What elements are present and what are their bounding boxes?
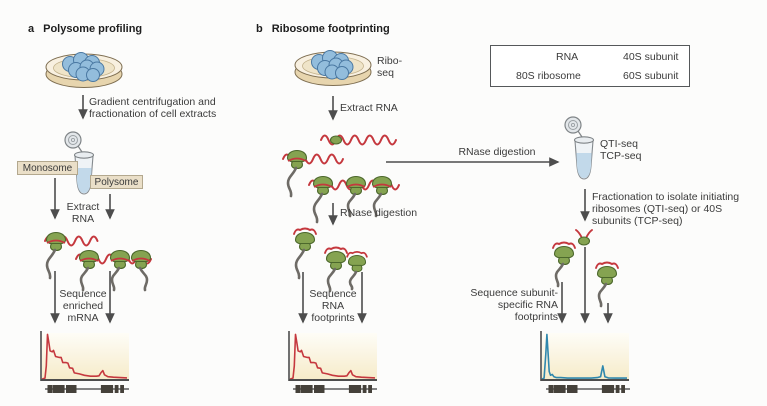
coverage-plot-b (288, 331, 377, 393)
panel-a-title: Polysome profiling (43, 23, 143, 35)
legend-40s-label: 40S subunit (623, 51, 679, 63)
rnase-digestion-down-label: RNase digestion (340, 207, 418, 219)
polysome-tag: Polysome (90, 175, 143, 189)
panel-b-header: b Ribosome footprinting (256, 23, 390, 35)
fractionation-step-label: Fractionation to isolate initiating ribo… (592, 191, 740, 228)
monosome-rna-figure-b (282, 149, 344, 198)
legend-rna-label: RNA (556, 51, 579, 63)
panel-a-letter: a (28, 23, 35, 35)
polysome-rna-figure (75, 249, 152, 292)
petri-dish-icon (45, 52, 123, 88)
panel-b-title: Ribosome footprinting (271, 23, 390, 35)
rnase-digestion-right-label: RNase digestion (458, 146, 536, 158)
petri-dish-icon (294, 50, 372, 86)
legend-80s-label: 80S ribosome (516, 70, 581, 82)
initiating-subunit-figures (552, 229, 619, 308)
ribo-seq-label: Ribo- seq (377, 55, 403, 80)
coverage-plot-qti (540, 331, 630, 393)
free-rna-40s-figure (320, 134, 397, 146)
legend-60s-label: 60S subunit (623, 70, 679, 82)
sequence-a-label: Sequence enriched mRNA (59, 288, 107, 325)
panel-a-header: a Polysome profiling (28, 23, 142, 35)
monosome-rna-figure (44, 231, 99, 280)
flow-arrows (50, 95, 613, 324)
sequence-branch-label: Sequence subunit- specific RNA footprint… (470, 287, 558, 324)
centrifuge-tube-icon (564, 116, 595, 180)
coverage-plot-a (40, 331, 129, 393)
polysome-rna-figure-b (308, 175, 400, 224)
digested-ribosome-figures (293, 227, 368, 293)
panel-b-letter: b (256, 23, 263, 35)
extract-rna-b-label: Extract RNA (340, 102, 398, 114)
qti-tcp-tube-label: QTI-seq TCP-seq (600, 138, 642, 163)
legend-box (490, 45, 690, 87)
extract-rna-a-label: Extract RNA (66, 201, 100, 226)
sequence-b-label: Sequence RNA footprints (309, 288, 357, 325)
centrifugation-step-label: Gradient centrifugation and fractionatio… (89, 96, 217, 121)
monosome-tag: Monosome (17, 161, 78, 175)
